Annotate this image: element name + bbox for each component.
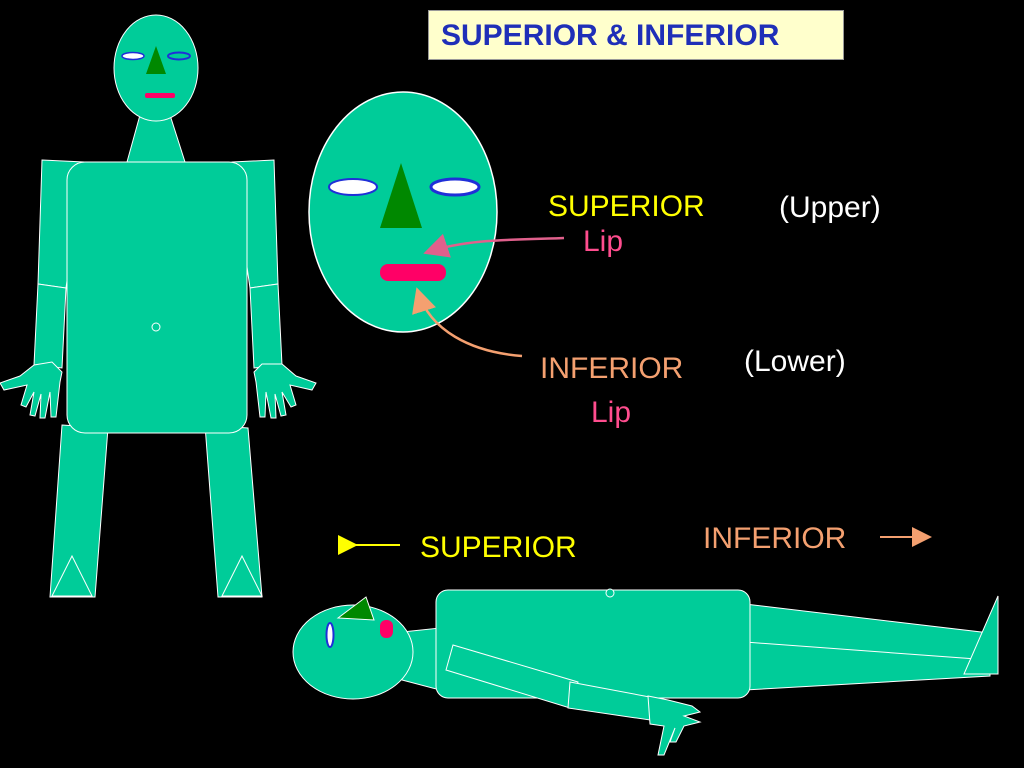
large-face [308,91,498,333]
lower-label: (Lower) [744,345,846,378]
lying-inferior-label: INFERIOR [703,522,847,555]
standing-neck [126,114,186,163]
superior-label: SUPERIOR [548,190,705,223]
standing-nose [146,46,166,74]
lying-superior-label: SUPERIOR [420,531,577,564]
standing-left-leg [49,424,109,598]
standing-lip [145,93,175,98]
large-face-right-eye [429,177,481,197]
lying-figure [292,589,999,756]
standing-left-hand [0,361,63,419]
standing-figure [0,14,317,598]
lying-hand [647,695,702,756]
page-title: SUPERIOR & INFERIOR [441,19,780,52]
lying-navel [605,588,615,598]
standing-right-foot-mark [221,554,263,597]
standing-left-eye [121,51,145,61]
lying-lip [380,620,393,638]
lying-eye [325,622,335,648]
standing-left-foot-mark [51,554,93,597]
large-face-left-eye [328,178,378,196]
title-box: SUPERIOR & INFERIOR [428,10,844,60]
large-face-lip [380,264,446,281]
standing-torso [66,161,248,434]
standing-right-hand [253,363,317,419]
superior-lip-arrow [423,233,565,258]
standing-details [51,46,263,597]
lying-nose [336,596,375,621]
large-face-nose [380,163,422,228]
standing-left-forearm [33,283,67,369]
standing-right-forearm [249,283,283,369]
superior-lip-label: Lip [583,225,624,258]
standing-navel [151,322,161,332]
inferior-label: INFERIOR [540,352,684,385]
lying-details [325,588,999,675]
inferior-lip-arrow [412,287,523,358]
inferior-lip-label: Lip [591,396,632,429]
upper-label: (Upper) [779,191,881,224]
standing-right-leg [204,424,263,598]
standing-right-eye [167,51,191,61]
lying-foot-mark [963,595,999,675]
